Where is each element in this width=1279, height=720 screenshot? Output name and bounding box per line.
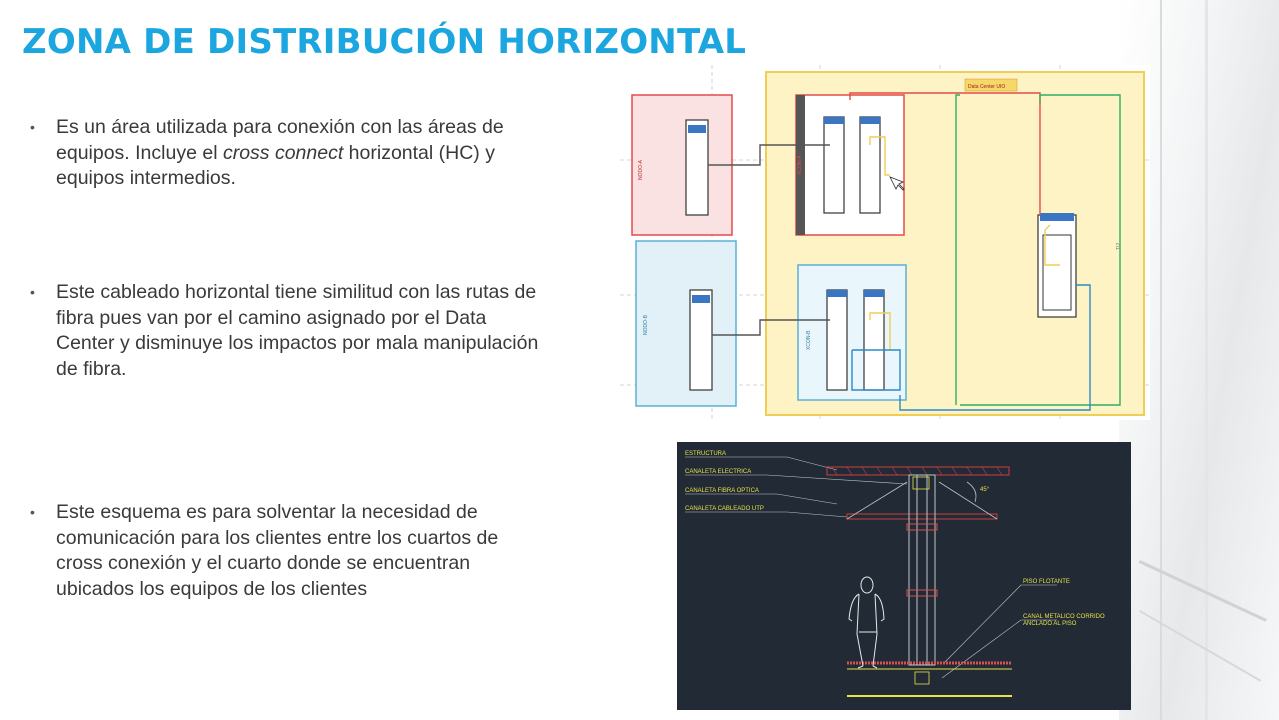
label-canaleta-fibra: CANALETA FIBRA OPTICA — [685, 488, 759, 494]
floor-plan-diagram: Data Center UIO TI2 NODO-A NODO-B XCON-A… — [620, 65, 1150, 420]
label-estructura: ESTRUCTURA — [685, 451, 726, 457]
label-canal-1: CANAL METALICO CORRIDO — [1023, 614, 1105, 620]
bullet-item: Es un área utilizada para conexión con l… — [30, 115, 550, 192]
label-angle: 45° — [980, 487, 990, 493]
label-canaleta-electrica: CANALETA ELECTRICA — [685, 469, 751, 475]
slide-title: ZONA DE DISTRIBUCIÓN HORIZONTAL — [22, 22, 747, 62]
background-streak — [1205, 0, 1208, 720]
node-b-label: NODO-B — [643, 314, 649, 335]
label-piso-flotante: PISO FLOTANTE — [1023, 579, 1070, 585]
bullet-text: horizontal (HC) y equipos intermedios. — [56, 141, 495, 190]
zone-label: TI2 — [1116, 243, 1122, 250]
cross-b-label: XCON-B — [806, 330, 812, 350]
label-canal-2: ANCLADO AL PISO — [1023, 621, 1077, 627]
node-b-room — [635, 240, 737, 407]
cross-a-label: XCON-A — [797, 155, 803, 175]
bullet-item: Este cableado horizontal tiene similitud… — [30, 280, 550, 382]
bullet-item: Este esquema es para solventar la necesi… — [30, 500, 550, 602]
background-streak — [1160, 0, 1162, 720]
bullet-emphasis: cross connect — [222, 141, 344, 164]
bullet-text: Es un área utilizada para conexión con l… — [56, 116, 504, 164]
label-canaleta-utp: CANALETA CABLEADO UTP — [685, 506, 764, 512]
room-label: Data Center UIO — [968, 84, 1005, 90]
node-a-label: NODO-A — [638, 159, 644, 180]
cad-section-diagram: ESTRUCTURA CANALETA ELECTRICA CANALETA F… — [677, 442, 1131, 710]
